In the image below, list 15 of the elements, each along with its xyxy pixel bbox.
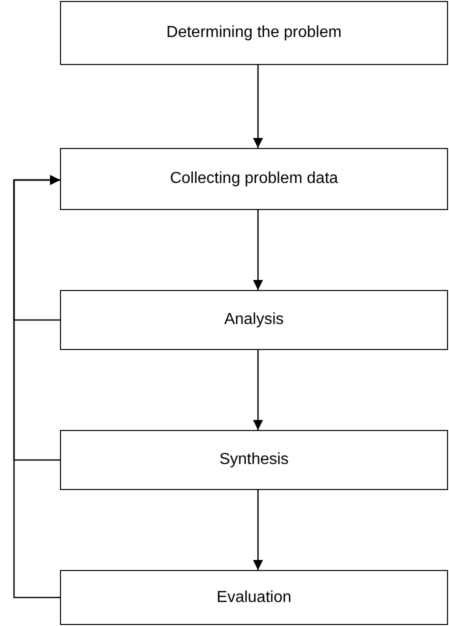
process-box: [60, 430, 448, 490]
box-label: Analysis: [224, 311, 284, 329]
box-label: Evaluation: [216, 588, 292, 606]
feedback-arrow: [13, 175, 60, 598]
process-box: [60, 148, 448, 210]
arrow: [253, 490, 263, 570]
arrow: [253, 350, 263, 430]
process-box: [60, 290, 448, 350]
arrow: [253, 65, 263, 148]
box-label: Synthesis: [219, 451, 289, 469]
process-box: [60, 570, 448, 625]
arrow: [253, 210, 263, 290]
box-label: Determining the problem: [166, 24, 342, 42]
box-label: Collecting problem data: [170, 170, 338, 188]
process-box: [60, 1, 448, 65]
